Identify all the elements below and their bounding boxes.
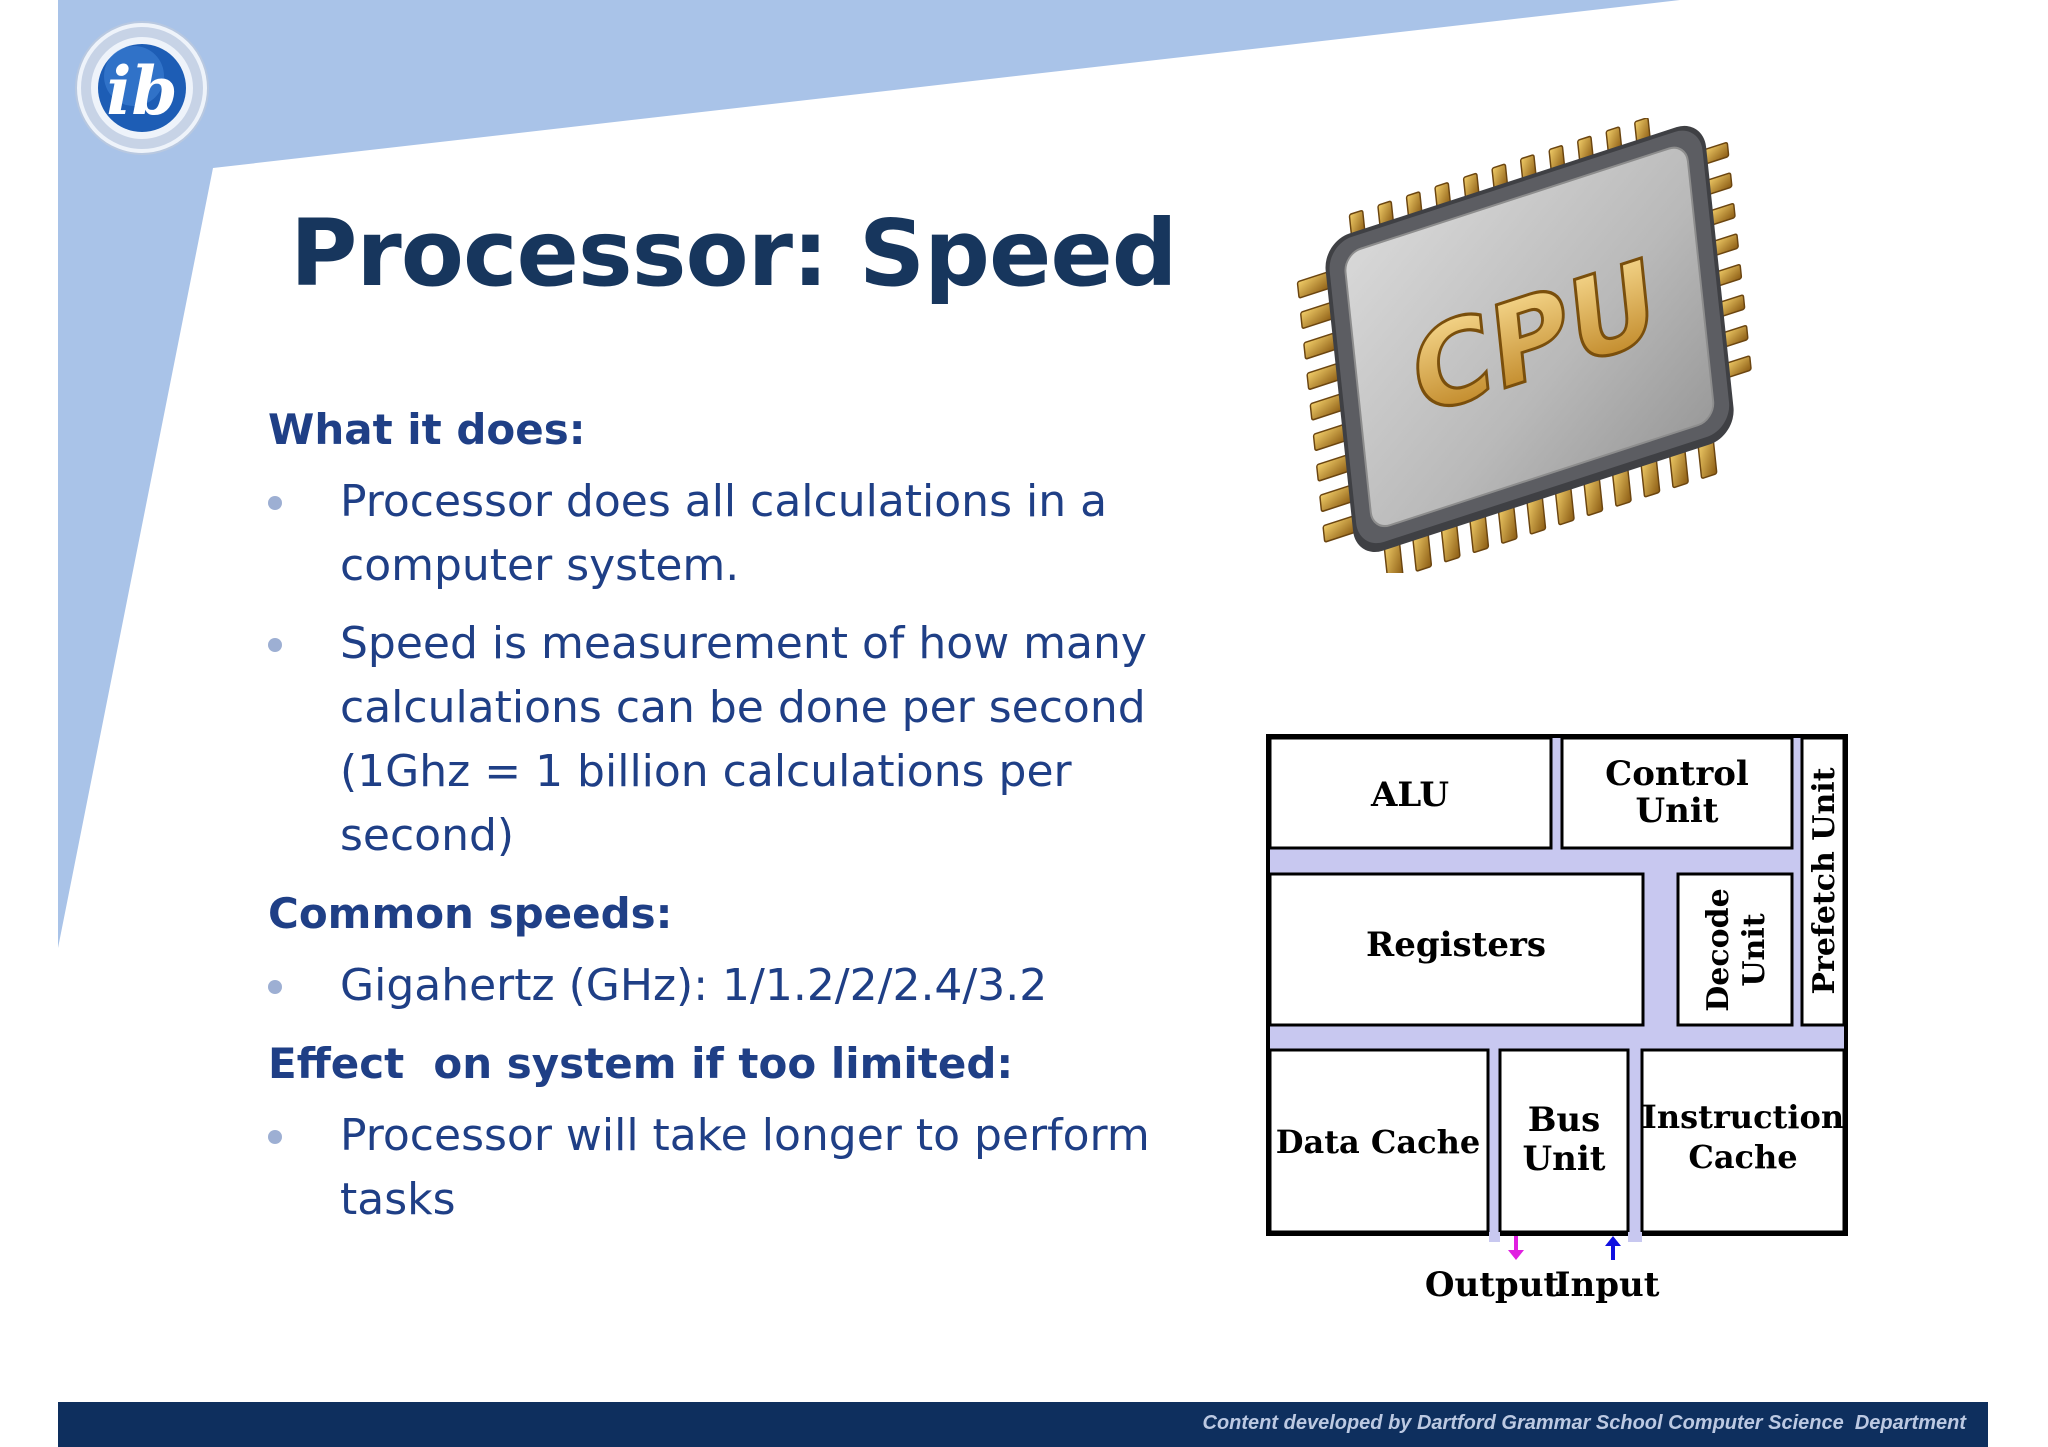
bullet-item: Speed is measurement of how many calcula… xyxy=(268,612,1168,868)
footer-credit: Content developed by Dartford Grammar Sc… xyxy=(1202,1412,1966,1434)
section-heading-effect: Effect on system if too limited: xyxy=(268,1039,1014,1088)
output-arrow-icon xyxy=(1508,1236,1524,1260)
input-label: Input xyxy=(1555,1265,1660,1305)
slide-title: Processor: Speed xyxy=(290,200,1178,307)
diagram-box-decode-unit: Decode Unit xyxy=(1676,872,1794,1027)
svg-text:Unit: Unit xyxy=(1523,1139,1606,1179)
bullet-dot-icon xyxy=(268,1130,282,1144)
slide-content: What it does: Processor does all calcula… xyxy=(268,398,1168,1246)
ib-logo: ib xyxy=(75,21,209,155)
svg-text:Data Cache: Data Cache xyxy=(1276,1123,1480,1161)
svg-text:ALU: ALU xyxy=(1370,775,1449,815)
bullet-item: Processor does all calculations in a com… xyxy=(268,470,1168,598)
diagram-box-control-unit: Control Unit xyxy=(1560,736,1794,850)
diagram-box-registers: Registers xyxy=(1268,872,1645,1027)
bullet-dot-icon xyxy=(268,496,282,510)
svg-text:Bus: Bus xyxy=(1528,1100,1601,1140)
bullet-item: Gigahertz (GHz): 1/1.2/2/2.4/3.2 xyxy=(268,954,1168,1018)
svg-text:Unit: Unit xyxy=(1737,913,1772,986)
section-heading-what-it-does: What it does: xyxy=(268,405,586,454)
bullet-dot-icon xyxy=(268,638,282,652)
diagram-box-bus-unit: Bus Unit xyxy=(1498,1048,1630,1234)
input-arrow-icon xyxy=(1605,1236,1621,1260)
footer-bar: Content developed by Dartford Grammar Sc… xyxy=(58,1402,1988,1447)
diagram-box-instruction-cache: Instruction Cache xyxy=(1640,1048,1846,1234)
cpu-chip-image: CPU xyxy=(1296,118,1752,573)
diagram-box-data-cache: Data Cache xyxy=(1268,1048,1490,1234)
cpu-architecture-diagram: ALU Control Unit Prefetch Unit Registers… xyxy=(1266,734,1848,1305)
section-heading-common-speeds: Common speeds: xyxy=(268,889,673,938)
output-label: Output xyxy=(1425,1265,1560,1305)
svg-text:ib: ib xyxy=(106,52,177,130)
svg-text:Unit: Unit xyxy=(1636,791,1719,831)
bullet-item: Processor will take longer to perform ta… xyxy=(268,1104,1168,1232)
diagram-box-prefetch-unit: Prefetch Unit xyxy=(1800,736,1846,1027)
svg-text:Registers: Registers xyxy=(1366,925,1546,965)
svg-text:Instruction: Instruction xyxy=(1642,1098,1844,1136)
svg-text:Control: Control xyxy=(1605,754,1749,794)
svg-text:Decode: Decode xyxy=(1701,888,1736,1011)
diagram-box-alu: ALU xyxy=(1268,736,1553,850)
svg-text:Cache: Cache xyxy=(1688,1138,1797,1176)
svg-text:Prefetch Unit: Prefetch Unit xyxy=(1807,767,1842,994)
bullet-dot-icon xyxy=(268,980,282,994)
